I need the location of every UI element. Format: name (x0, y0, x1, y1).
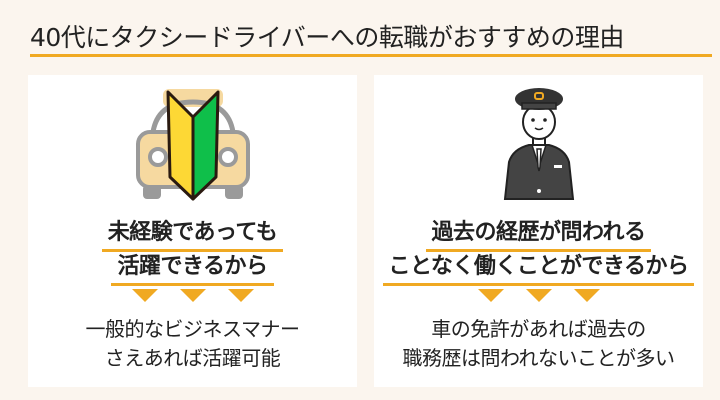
card-heading-line-1: 過去の経歴が問われる (374, 218, 703, 252)
triangle-down-icon (227, 289, 254, 302)
card-heading-line-2: 活躍できるから (28, 252, 357, 286)
card-body: 一般的なビジネスマナー さえあれば活躍可能 (85, 317, 300, 370)
card-heading-line-2: ことなく働くことができるから (374, 252, 703, 286)
triangle-down-icon (573, 289, 600, 302)
reason-card-past-career: 過去の経歴が問われる ことなく働くことができるから 車の免許があれば過去の 職務… (374, 75, 703, 387)
triangle-down-icon (477, 289, 504, 302)
reason-card-inexperienced: 未経験であっても 活躍できるから 一般的なビジネスマナー さえあれば活躍可能 (28, 75, 357, 387)
taxi-driver-uniform-icon (503, 88, 574, 200)
card-body: 車の免許があれば過去の 職務歴は問われないことが多い (402, 317, 676, 370)
beginner-mark-car-icon (135, 89, 250, 201)
arrow-down-indicators (374, 289, 703, 302)
triangle-down-icon (525, 289, 552, 302)
triangle-down-icon (131, 289, 158, 302)
triangle-down-icon (179, 289, 206, 302)
arrow-down-indicators (28, 289, 357, 302)
page-title: 40代にタクシードライバーへの転職がおすすめの理由 (30, 23, 624, 52)
title-underline (30, 54, 712, 57)
card-heading-line-1: 未経験であっても (28, 218, 357, 252)
